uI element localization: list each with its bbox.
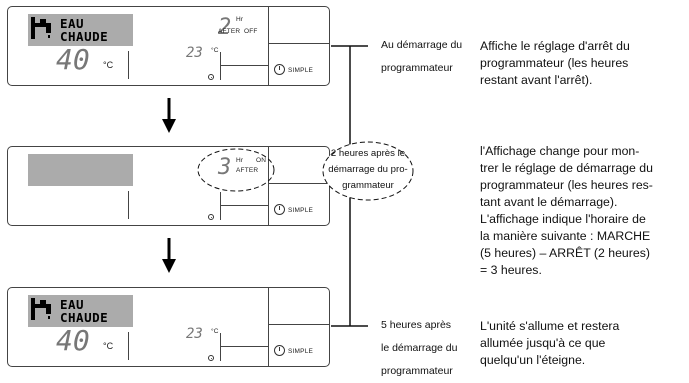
step-1-description: Affiche le réglage d'arrêt du programmat… (480, 39, 630, 87)
off-label: OFF (244, 28, 258, 35)
setpoint-unit: °C (103, 341, 114, 351)
down-arrow-1 (162, 98, 176, 133)
down-arrow-2 (162, 238, 176, 273)
room-temp-unit: °C (211, 328, 219, 335)
setpoint-unit: °C (103, 60, 114, 70)
step-3-description: L'unité s'allume et restera allumée jusq… (480, 319, 620, 367)
faucet-icon (31, 298, 51, 320)
after-label: AFTER (236, 167, 259, 174)
step-3-caption: 5 heures après le démarrage du programma… (381, 319, 458, 377)
indicator-dot (208, 355, 214, 361)
simple-label: SIMPLE (288, 207, 314, 214)
room-temperature: 23 (186, 326, 203, 342)
timing-bubble: 2 heures après le démarrage du pro- gram… (328, 148, 408, 191)
timer-hours: 2 (218, 15, 232, 40)
after-label: AFTER (218, 28, 241, 35)
room-temp-unit: °C (211, 47, 219, 54)
simple-label: SIMPLE (288, 67, 314, 74)
clock-icon (274, 204, 285, 215)
room-temperature: 23 (186, 45, 203, 61)
indicator-dot (208, 74, 214, 80)
clock-icon (274, 345, 285, 356)
indicator-dot (208, 214, 214, 220)
blank-badge (28, 154, 133, 186)
setpoint-temperature: 40 (56, 324, 90, 357)
timer-hours: 3 (218, 155, 232, 180)
setpoint-temperature: 40 (56, 43, 90, 76)
clock-icon (274, 64, 285, 75)
on-label: ON (256, 157, 267, 164)
remote-display-panel-2: 3 Hr ON AFTER SIMPLE (7, 146, 330, 226)
hr-label: Hr (236, 16, 244, 23)
step-2-description: l'Affichage change pour mon- trer le rég… (480, 144, 653, 277)
hr-label: Hr (236, 157, 244, 164)
simple-label: SIMPLE (288, 348, 314, 355)
step-1-caption: Au démarrage du programmateur (381, 39, 463, 74)
faucet-icon (31, 17, 51, 39)
